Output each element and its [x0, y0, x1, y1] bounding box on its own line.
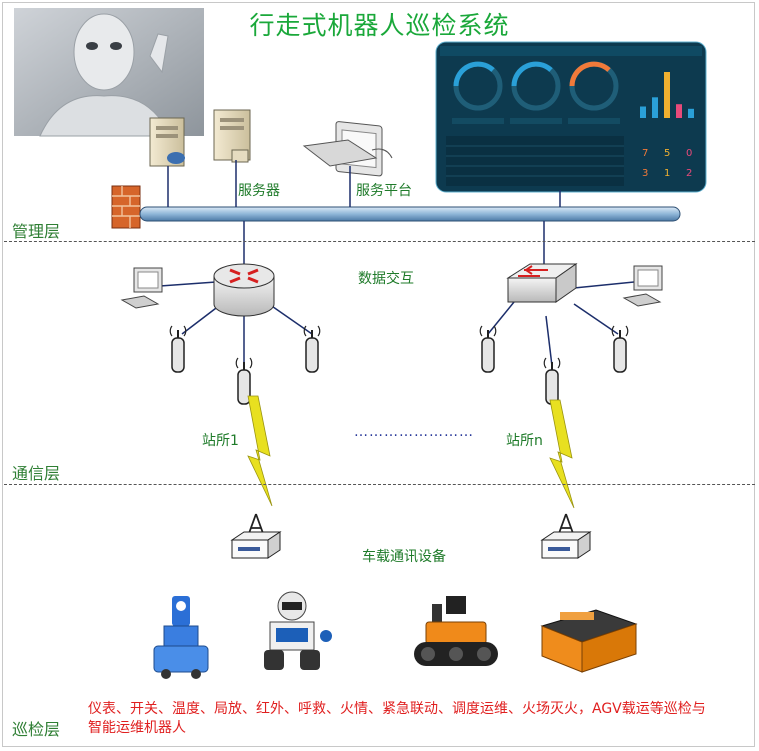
station-1-label: 站所1	[202, 433, 239, 449]
dashboard-stat-value: 0	[686, 148, 692, 159]
vehicle-comm-device-icon	[540, 513, 592, 559]
dashboard-bar	[652, 97, 658, 118]
dashboard-bar	[664, 72, 670, 118]
gauge-arc	[569, 61, 611, 87]
layer-communication-label: 通信层	[12, 464, 61, 483]
bus-links	[167, 160, 561, 268]
tracked-robot-image	[414, 596, 498, 666]
vehicle-comm-label: 车载通讯设备	[362, 549, 446, 565]
dashboard-bar-chart	[640, 72, 694, 118]
wireless-link-icon	[247, 395, 575, 509]
right-cluster-links	[487, 281, 635, 367]
dashboard-stat-value: 7	[642, 148, 648, 159]
robot-capabilities-caption: 仪表、开关、温度、局放、红外、呼救、火情、紧急联动、调度运维、火场灭火，AGV载…	[88, 701, 706, 736]
access-points	[169, 325, 629, 405]
monitor-icon	[120, 267, 163, 309]
dashboard-bar	[640, 106, 646, 118]
rail-robot-image	[153, 596, 209, 679]
vehicle-comm-device-icon	[230, 513, 282, 559]
gauge-arc	[453, 61, 495, 87]
dashboard-bar	[676, 104, 682, 118]
gauge-readout	[452, 118, 504, 124]
access-point-icon	[479, 325, 497, 373]
humanoid-robot-image	[14, 8, 204, 137]
dashboard-stat-value: 3	[642, 168, 648, 179]
humanoid-inspection-robot-image	[264, 591, 332, 670]
vehicle-comm-devices	[230, 513, 592, 559]
dashboard-stat-value: 1	[664, 168, 670, 179]
access-point-icon	[543, 357, 561, 405]
dashboard-stat-value: 2	[686, 168, 692, 179]
agv-robot-image	[540, 609, 638, 673]
ellipsis-dots: ……………………	[354, 424, 474, 440]
dashboard-stat-value: 5	[664, 148, 670, 159]
backbone-bus	[139, 206, 681, 222]
dashboard-stats: 7 5 0 3 1 2	[642, 148, 692, 179]
firewall-icon	[111, 185, 141, 229]
server-label: 服务器	[238, 183, 280, 199]
gauge-readout	[510, 118, 562, 124]
data-exchange-label: 数据交互	[358, 271, 414, 287]
switch-icon	[506, 263, 578, 303]
layer-management-label: 管理层	[12, 222, 61, 241]
layer-divider	[4, 484, 755, 485]
access-point-icon	[303, 325, 321, 373]
workstation-icon	[302, 121, 393, 177]
access-point-icon	[169, 325, 187, 373]
gauge-arc	[511, 61, 553, 87]
access-point-icon	[611, 325, 629, 373]
station-n-label: 站所n	[506, 433, 543, 449]
dashboard-bar	[688, 108, 694, 118]
router-icon	[213, 263, 275, 317]
monitor-icon	[622, 265, 663, 307]
platform-label: 服务平台	[356, 183, 412, 199]
layer-inspection-label: 巡检层	[12, 720, 61, 739]
dashboard-gauges	[452, 61, 620, 124]
gauge-readout	[568, 118, 620, 124]
access-point-icon	[235, 357, 253, 405]
layer-divider	[4, 241, 755, 242]
dashboard-table	[446, 136, 624, 186]
server-icon	[149, 109, 251, 167]
page-title: 行走式机器人巡检系统	[249, 11, 510, 40]
dashboard-panel: 7 5 0 3 1 2	[435, 41, 707, 193]
